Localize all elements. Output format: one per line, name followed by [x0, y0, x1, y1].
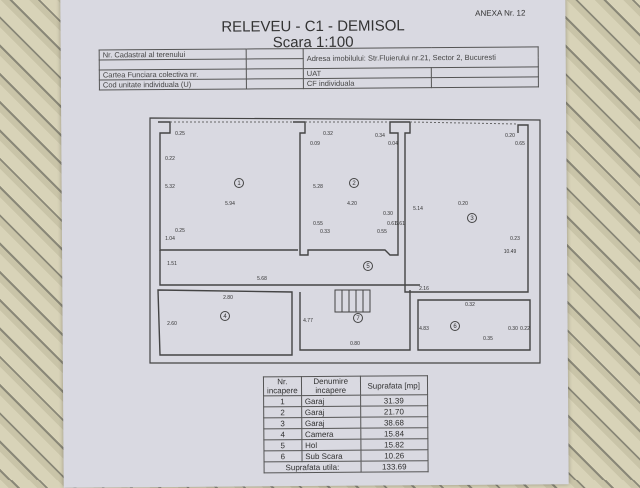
- room-number-circle: [353, 313, 363, 323]
- room-number-circle: [450, 321, 460, 331]
- dimension-label: 4.83: [419, 326, 429, 332]
- dimension-label: 0.65: [515, 141, 525, 147]
- room-number-circle: [363, 261, 373, 271]
- dimension-label: 0.80: [350, 341, 360, 347]
- dimension-label: 4.20: [347, 201, 357, 207]
- room-number: 2: [352, 181, 356, 187]
- dimension-label: 1.04: [165, 236, 175, 242]
- dimension-label: 0.32: [465, 302, 475, 308]
- room-number: 5: [366, 264, 370, 270]
- dimension-label: 5.68: [257, 276, 267, 282]
- dimension-label: 0.22: [165, 156, 175, 162]
- dimension-label: 2.60: [167, 321, 177, 327]
- dimension-label: 0.34: [375, 133, 385, 139]
- room-number-circle: [349, 178, 359, 188]
- dimension-label: 4.77: [303, 318, 313, 324]
- dimension-label: 1.51: [167, 261, 177, 267]
- dimension-label: 0.22: [520, 326, 530, 332]
- dimension-label: 0.55: [313, 221, 323, 227]
- dimension-label: 5.28: [313, 184, 323, 190]
- dimension-label: 0.61: [387, 221, 397, 227]
- dimension-label: 0.35: [483, 336, 493, 342]
- dimension-label: 0.25: [175, 131, 185, 137]
- dimension-label: 10.49: [504, 249, 517, 255]
- dimension-label: 6.61: [395, 221, 405, 227]
- dimension-label: 0.32: [323, 131, 333, 137]
- room-number-circle: [467, 213, 477, 223]
- dimension-label: 5.14: [413, 206, 423, 212]
- dimension-label: 5.94: [225, 201, 235, 207]
- dimension-label: 0.20: [458, 201, 468, 207]
- dimension-label: 0.20: [505, 133, 515, 139]
- dimension-label: 5.32: [165, 184, 175, 190]
- dimension-label: 2.16: [419, 286, 429, 292]
- room-number: 7: [356, 316, 360, 322]
- room-number: 3: [470, 216, 474, 222]
- room-number: 6: [453, 324, 457, 330]
- dimension-label: 0.04: [388, 141, 398, 147]
- dimension-label: 0.09: [310, 141, 320, 147]
- dimension-label: 0.30: [508, 326, 518, 332]
- dimension-label: 0.23: [510, 236, 520, 242]
- dimension-label: 0.55: [377, 229, 387, 235]
- dimension-label: 0.33: [320, 229, 330, 235]
- room-number-circle: [234, 178, 244, 188]
- dimension-label: 2.80: [223, 295, 233, 301]
- dimension-label: 0.25: [175, 228, 185, 234]
- room-number: 1: [237, 181, 241, 187]
- room-number-circle: [220, 311, 230, 321]
- dimension-label: 0.30: [383, 211, 393, 217]
- room-number: 4: [223, 314, 227, 320]
